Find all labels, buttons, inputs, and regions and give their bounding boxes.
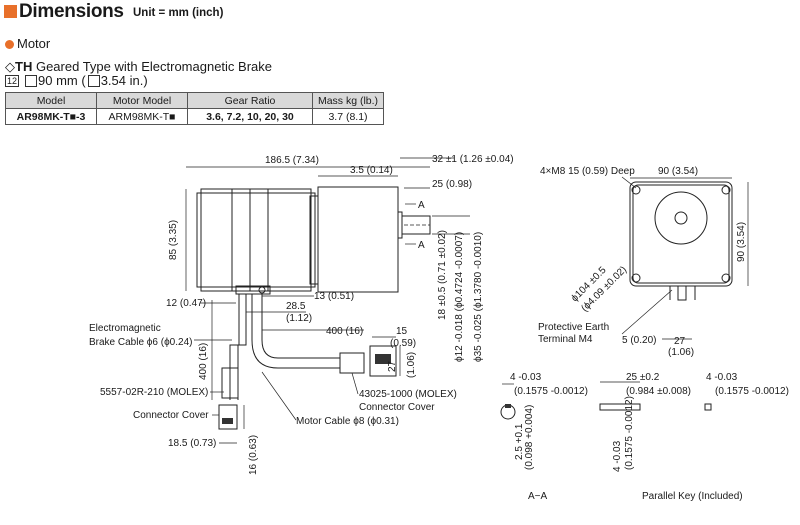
key-height: 4 -0.03 [612, 440, 623, 472]
cables [218, 294, 397, 430]
section-label: Motor [17, 36, 51, 51]
section-mark-bottom: A [418, 240, 425, 251]
key-width-1-inch: (0.1575 -0.0012) [514, 386, 588, 397]
section-mark-top: A [418, 200, 425, 211]
type-description: Geared Type with Electromagnetic Brake [32, 59, 272, 74]
connector-cover-label-2: Connector Cover [359, 402, 435, 413]
dim-28-5: 28.5 [286, 301, 306, 312]
col-header-gear-ratio: Gear Ratio [187, 92, 313, 109]
dim-overall-length: 186.5 (7.34) [265, 155, 319, 166]
dim-85: 85 (3.35) [168, 220, 179, 260]
connector-cover-label-1: Connector Cover [133, 410, 209, 421]
dim-18-5: 18.5 (0.73) [168, 438, 216, 449]
dim-12: 12 (0.47) [166, 298, 206, 309]
earth-label-1: Protective Earth [538, 322, 609, 333]
side-view-dimensions: 186.5 (7.34) 32 ±1 (1.26 ±0.04) 3.5 (0.1… [166, 154, 514, 475]
bullet-dot-icon [5, 40, 14, 49]
key-width-3-inch: (0.1575 -0.0012) [715, 386, 789, 397]
size-number-badge: 12 [5, 74, 20, 87]
unit-note: Unit = mm (inch) [133, 7, 224, 19]
page-title: Dimensions [19, 1, 124, 22]
table-row: AR98MK-T■-3 ARM98MK-T■ 3.6, 7.2, 10, 20,… [5, 108, 384, 125]
brake-cable-label-1: Electromagnetic [89, 323, 161, 334]
key-depth-inch: (0.098 +0.004) [524, 405, 535, 470]
dim-1-12: (1.12) [286, 313, 312, 324]
key-length: 25 ±0.2 [626, 372, 660, 383]
section-a-a: 4 -0.03 (0.1575 -0.0012) 2.5 +0.1 (0.098… [500, 372, 588, 502]
cell-motor-model: ARM98MK-T■ [96, 108, 188, 125]
dim-13: 13 (0.51) [314, 291, 354, 302]
dim-phi35: ϕ35 -0.025 (ϕ1.3780 -0.0010) [473, 232, 484, 362]
key-width-3: 4 -0.03 [706, 372, 738, 383]
key-height-inch: (0.1575 -0.0012) [624, 396, 635, 470]
dim-15: 15 [396, 326, 408, 337]
molex-connector-label-2: 43025-1000 (MOLEX) [359, 389, 457, 400]
dim-18: 18 ±0.5 (0.71 ±0.02) [437, 230, 448, 320]
frame-size-line: 12 90 mm ( 3.54 in.) [5, 73, 148, 88]
brake-cable-label-2: Brake Cable ϕ6 (ϕ0.24) [89, 337, 192, 348]
dim-400-v: 400 (16) [198, 343, 209, 380]
dim-400-h: 400 (16) [326, 326, 363, 337]
key-depth: 2.5 +0.1 [514, 423, 525, 460]
dim-16: 16 (0.63) [248, 435, 259, 475]
dim-3-5: 3.5 (0.14) [350, 165, 393, 176]
dim-90-h: 90 (3.54) [658, 166, 698, 177]
cell-mass: 3.7 (8.1) [312, 108, 384, 125]
earth-label-2: Terminal M4 [538, 334, 593, 345]
dim-25: 25 (0.98) [432, 179, 472, 190]
col-header-mass: Mass kg (lb.) [312, 92, 384, 109]
key-length-inch: (0.984 ±0.008) [626, 386, 691, 397]
diamond-icon: ◇ [5, 59, 15, 74]
dim-phi12: ϕ12 -0.018 (ϕ0.4724 -0.0007) [454, 232, 465, 362]
parallel-key-label: Parallel Key (Included) [642, 491, 743, 502]
motor-cable-label: Motor Cable ϕ8 (ϕ0.31) [296, 416, 399, 427]
frame-size-inch: 3.54 in.) [100, 73, 148, 88]
dim-1-06: (1.06) [406, 352, 417, 378]
spec-table: Model Motor Model Gear Ratio Mass kg (lb… [5, 92, 384, 125]
square-frame-icon [87, 74, 100, 87]
motor-front-view: 90 (3.54) 4×M8 15 (0.59) Deep 90 (3.54) … [538, 166, 749, 358]
dim-1-06-b: (1.06) [668, 347, 694, 358]
dim-27: 27 [387, 360, 398, 372]
key-width-1: 4 -0.03 [510, 372, 542, 383]
dim-27-b: 27 [674, 336, 686, 347]
parallel-key: 25 ±0.2 (0.984 ±0.008) 4 -0.03 (0.1575 -… [599, 372, 789, 502]
dim-90-v: 90 (3.54) [736, 222, 747, 262]
frame-size-mm: 90 mm ( [38, 73, 86, 88]
type-code: TH [15, 59, 33, 74]
dim-0-59: (0.59) [390, 338, 416, 349]
type-heading: ◇TH Geared Type with Electromagnetic Bra… [5, 59, 272, 75]
col-header-motor-model: Motor Model [96, 92, 188, 109]
callouts: Electromagnetic Brake Cable ϕ6 (ϕ0.24) 5… [89, 323, 457, 427]
dim-m8: 4×M8 15 (0.59) Deep [540, 166, 635, 177]
cell-gear-ratio: 3.6, 7.2, 10, 20, 30 [187, 108, 313, 125]
molex-connector-label: 5557-02R-210 (MOLEX) [100, 387, 208, 398]
section-label-aa: A−A [528, 491, 548, 502]
square-frame-icon [25, 74, 38, 87]
dim-5: 5 (0.20) [622, 335, 656, 346]
title-accent-square [4, 5, 17, 18]
motor-side-view [196, 186, 431, 295]
dim-32: 32 ±1 (1.26 ±0.04) [432, 154, 514, 165]
